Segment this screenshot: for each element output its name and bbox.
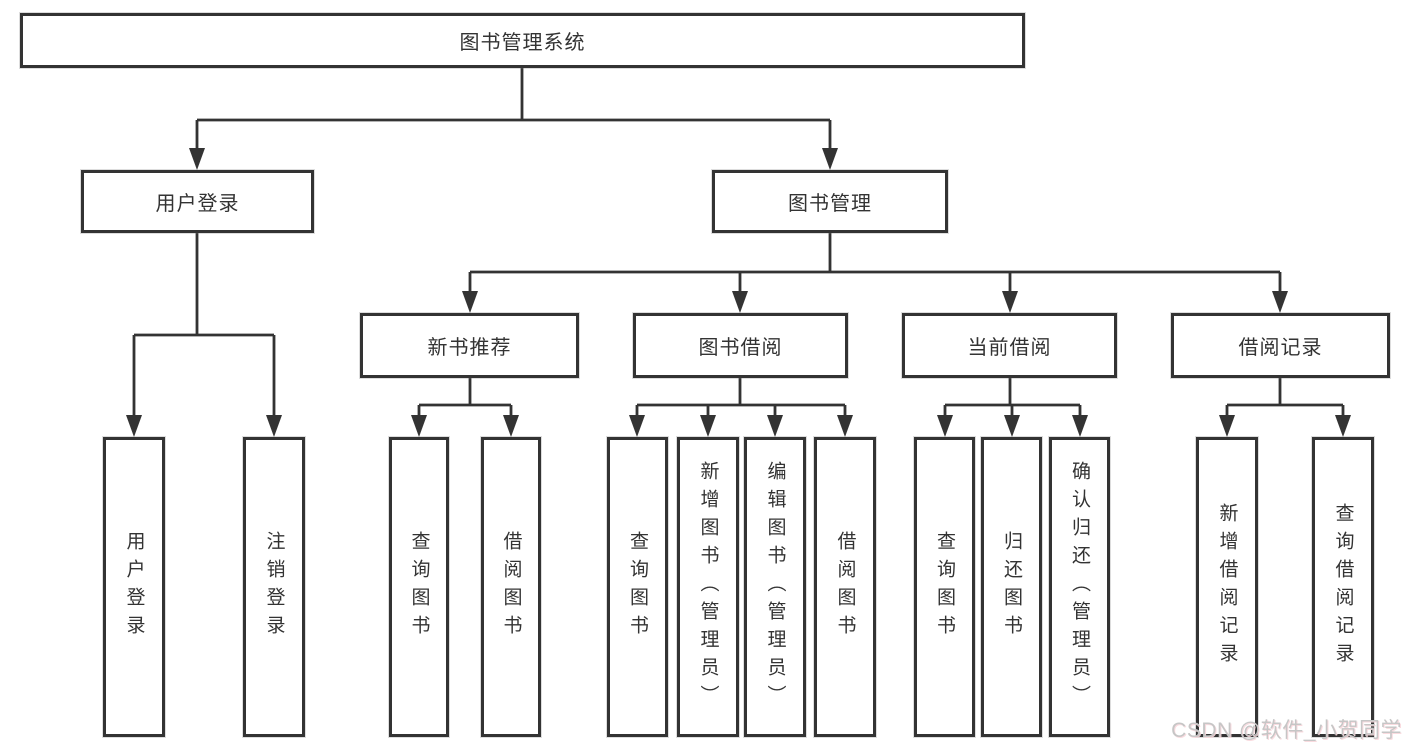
node-book-borrow-label: 图书借阅 <box>698 337 783 359</box>
leaf-user-login-label: 用户登录 <box>123 531 145 643</box>
node-borrow-records: 借阅记录 <box>1171 313 1390 378</box>
leaf-records-add-record-label: 新增借阅记录 <box>1216 503 1238 671</box>
leaf-borrow-add-books-admin-label: 新增图书（管理员） <box>697 461 719 713</box>
leaf-records-query-record-label: 查询借阅记录 <box>1332 503 1354 671</box>
node-new-book-recommend: 新书推荐 <box>360 313 579 378</box>
leaf-recommend-query-books-label: 查询图书 <box>408 531 430 643</box>
leaf-recommend-borrow-books: 借阅图书 <box>481 437 541 737</box>
leaf-borrow-query-books-label: 查询图书 <box>627 531 648 643</box>
node-current-borrow-label: 当前借阅 <box>967 337 1052 359</box>
leaf-current-return-books-label: 归还图书 <box>1001 531 1022 643</box>
watermark-text: CSDN @软件_小贺同学 <box>1171 719 1402 742</box>
leaf-borrow-query-books: 查询图书 <box>607 437 668 737</box>
node-new-book-recommend-label: 新书推荐 <box>427 337 512 359</box>
leaf-records-query-record: 查询借阅记录 <box>1312 437 1374 737</box>
leaf-recommend-borrow-books-label: 借阅图书 <box>500 531 522 643</box>
arrowheads <box>126 148 1351 437</box>
leaf-borrow-add-books-admin: 新增图书（管理员） <box>677 437 739 737</box>
node-book-management-label: 图书管理 <box>788 193 872 215</box>
connector-lines <box>132 68 1345 417</box>
leaf-borrow-edit-books-admin-label: 编辑图书（管理员） <box>764 461 786 713</box>
node-book-management: 图书管理 <box>712 170 948 233</box>
node-root: 图书管理系统 <box>20 13 1025 68</box>
leaf-logout: 注销登录 <box>243 437 305 737</box>
leaf-current-query-books-label: 查询图书 <box>934 531 955 643</box>
node-user-login-label: 用户登录 <box>155 193 240 215</box>
node-borrow-records-label: 借阅记录 <box>1238 337 1323 359</box>
node-root-label: 图书管理系统 <box>459 32 586 54</box>
leaf-current-return-books: 归还图书 <box>981 437 1042 737</box>
leaf-current-confirm-return-admin-label: 确认归还（管理员） <box>1069 461 1090 713</box>
leaf-current-query-books: 查询图书 <box>914 437 975 737</box>
node-current-borrow: 当前借阅 <box>902 313 1117 378</box>
node-user-login: 用户登录 <box>81 170 314 233</box>
leaf-borrow-borrow-books-label: 借阅图书 <box>834 531 856 643</box>
leaf-current-confirm-return-admin: 确认归还（管理员） <box>1049 437 1110 737</box>
leaf-recommend-query-books: 查询图书 <box>389 437 449 737</box>
leaf-records-add-record: 新增借阅记录 <box>1196 437 1258 737</box>
leaf-user-login: 用户登录 <box>103 437 165 737</box>
leaf-logout-label: 注销登录 <box>263 531 285 643</box>
leaf-borrow-edit-books-admin: 编辑图书（管理员） <box>744 437 806 737</box>
node-book-borrow: 图书借阅 <box>633 313 848 378</box>
leaf-borrow-borrow-books: 借阅图书 <box>814 437 876 737</box>
